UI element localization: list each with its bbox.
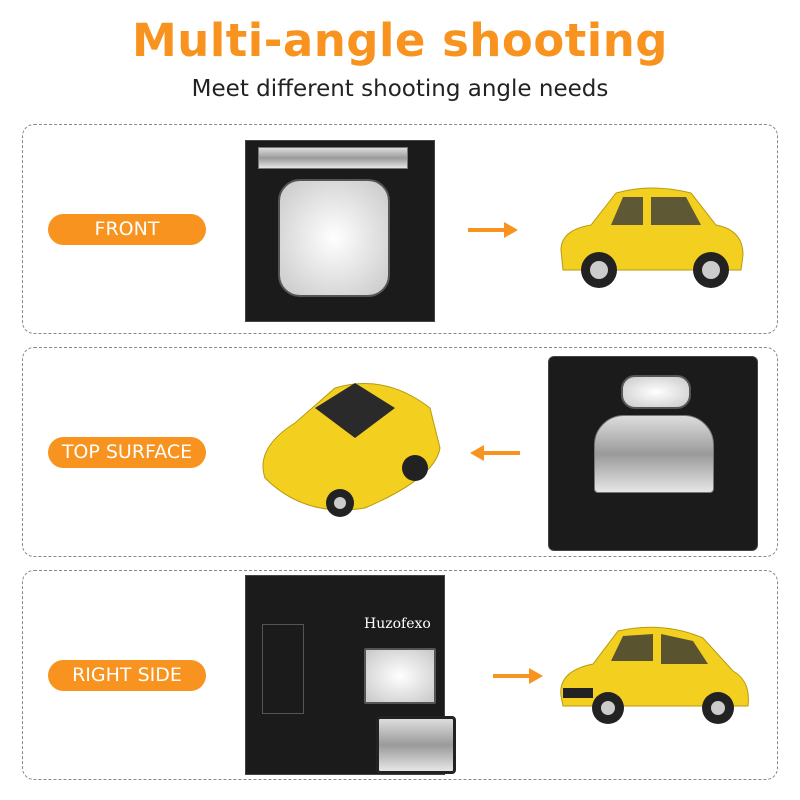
brand-logo: Huzofexo xyxy=(364,616,431,632)
left-arrow-icon xyxy=(470,445,520,461)
label-right-side: RIGHT SIDE xyxy=(48,660,206,691)
yellow-car-side-image xyxy=(560,626,749,724)
right-arrow-icon xyxy=(468,222,518,238)
panel-right-side: RIGHT SIDE Huzofexo xyxy=(22,570,778,780)
panel-top-surface: TOP SURFACE xyxy=(22,347,778,557)
yellow-car-top-image xyxy=(262,383,441,517)
right-arrow-icon xyxy=(493,668,543,684)
label-top-surface: TOP SURFACE xyxy=(48,437,206,468)
light-box-front xyxy=(245,140,435,322)
panel-front: FRONT xyxy=(22,124,778,334)
page-title: Multi-angle shooting xyxy=(132,14,668,67)
light-box-top xyxy=(548,356,758,551)
label-front: FRONT xyxy=(48,214,206,245)
yellow-car-front-image xyxy=(560,187,744,288)
light-box-right: Huzofexo xyxy=(245,575,456,775)
page-subtitle: Meet different shooting angle needs xyxy=(191,76,609,102)
